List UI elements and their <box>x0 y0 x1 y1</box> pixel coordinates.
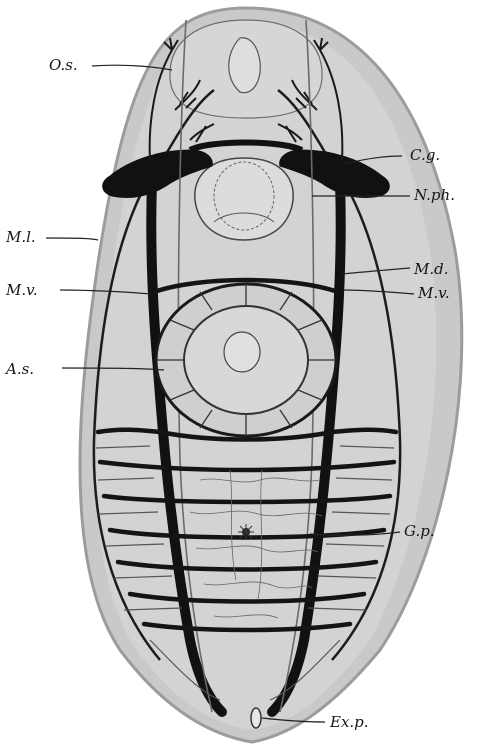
ventral-sucker <box>156 284 336 436</box>
genital-pore <box>238 524 254 540</box>
label-exp: Ex.p. <box>330 715 369 730</box>
label-cg: C.g. <box>410 148 440 163</box>
label-ml: M.l. <box>6 230 36 245</box>
mouth-opening <box>229 38 261 93</box>
label-md: M.d. <box>414 262 449 277</box>
label-mv-right: M.v. <box>418 286 450 301</box>
label-os: O.s. <box>49 58 78 73</box>
pharynx <box>195 158 293 240</box>
label-as: A.s. <box>6 362 34 377</box>
label-gp: G.p. <box>404 524 435 539</box>
label-mv-left: M.v. <box>6 283 38 298</box>
excretory-pore <box>251 708 261 728</box>
label-nph: N.ph. <box>414 188 455 203</box>
